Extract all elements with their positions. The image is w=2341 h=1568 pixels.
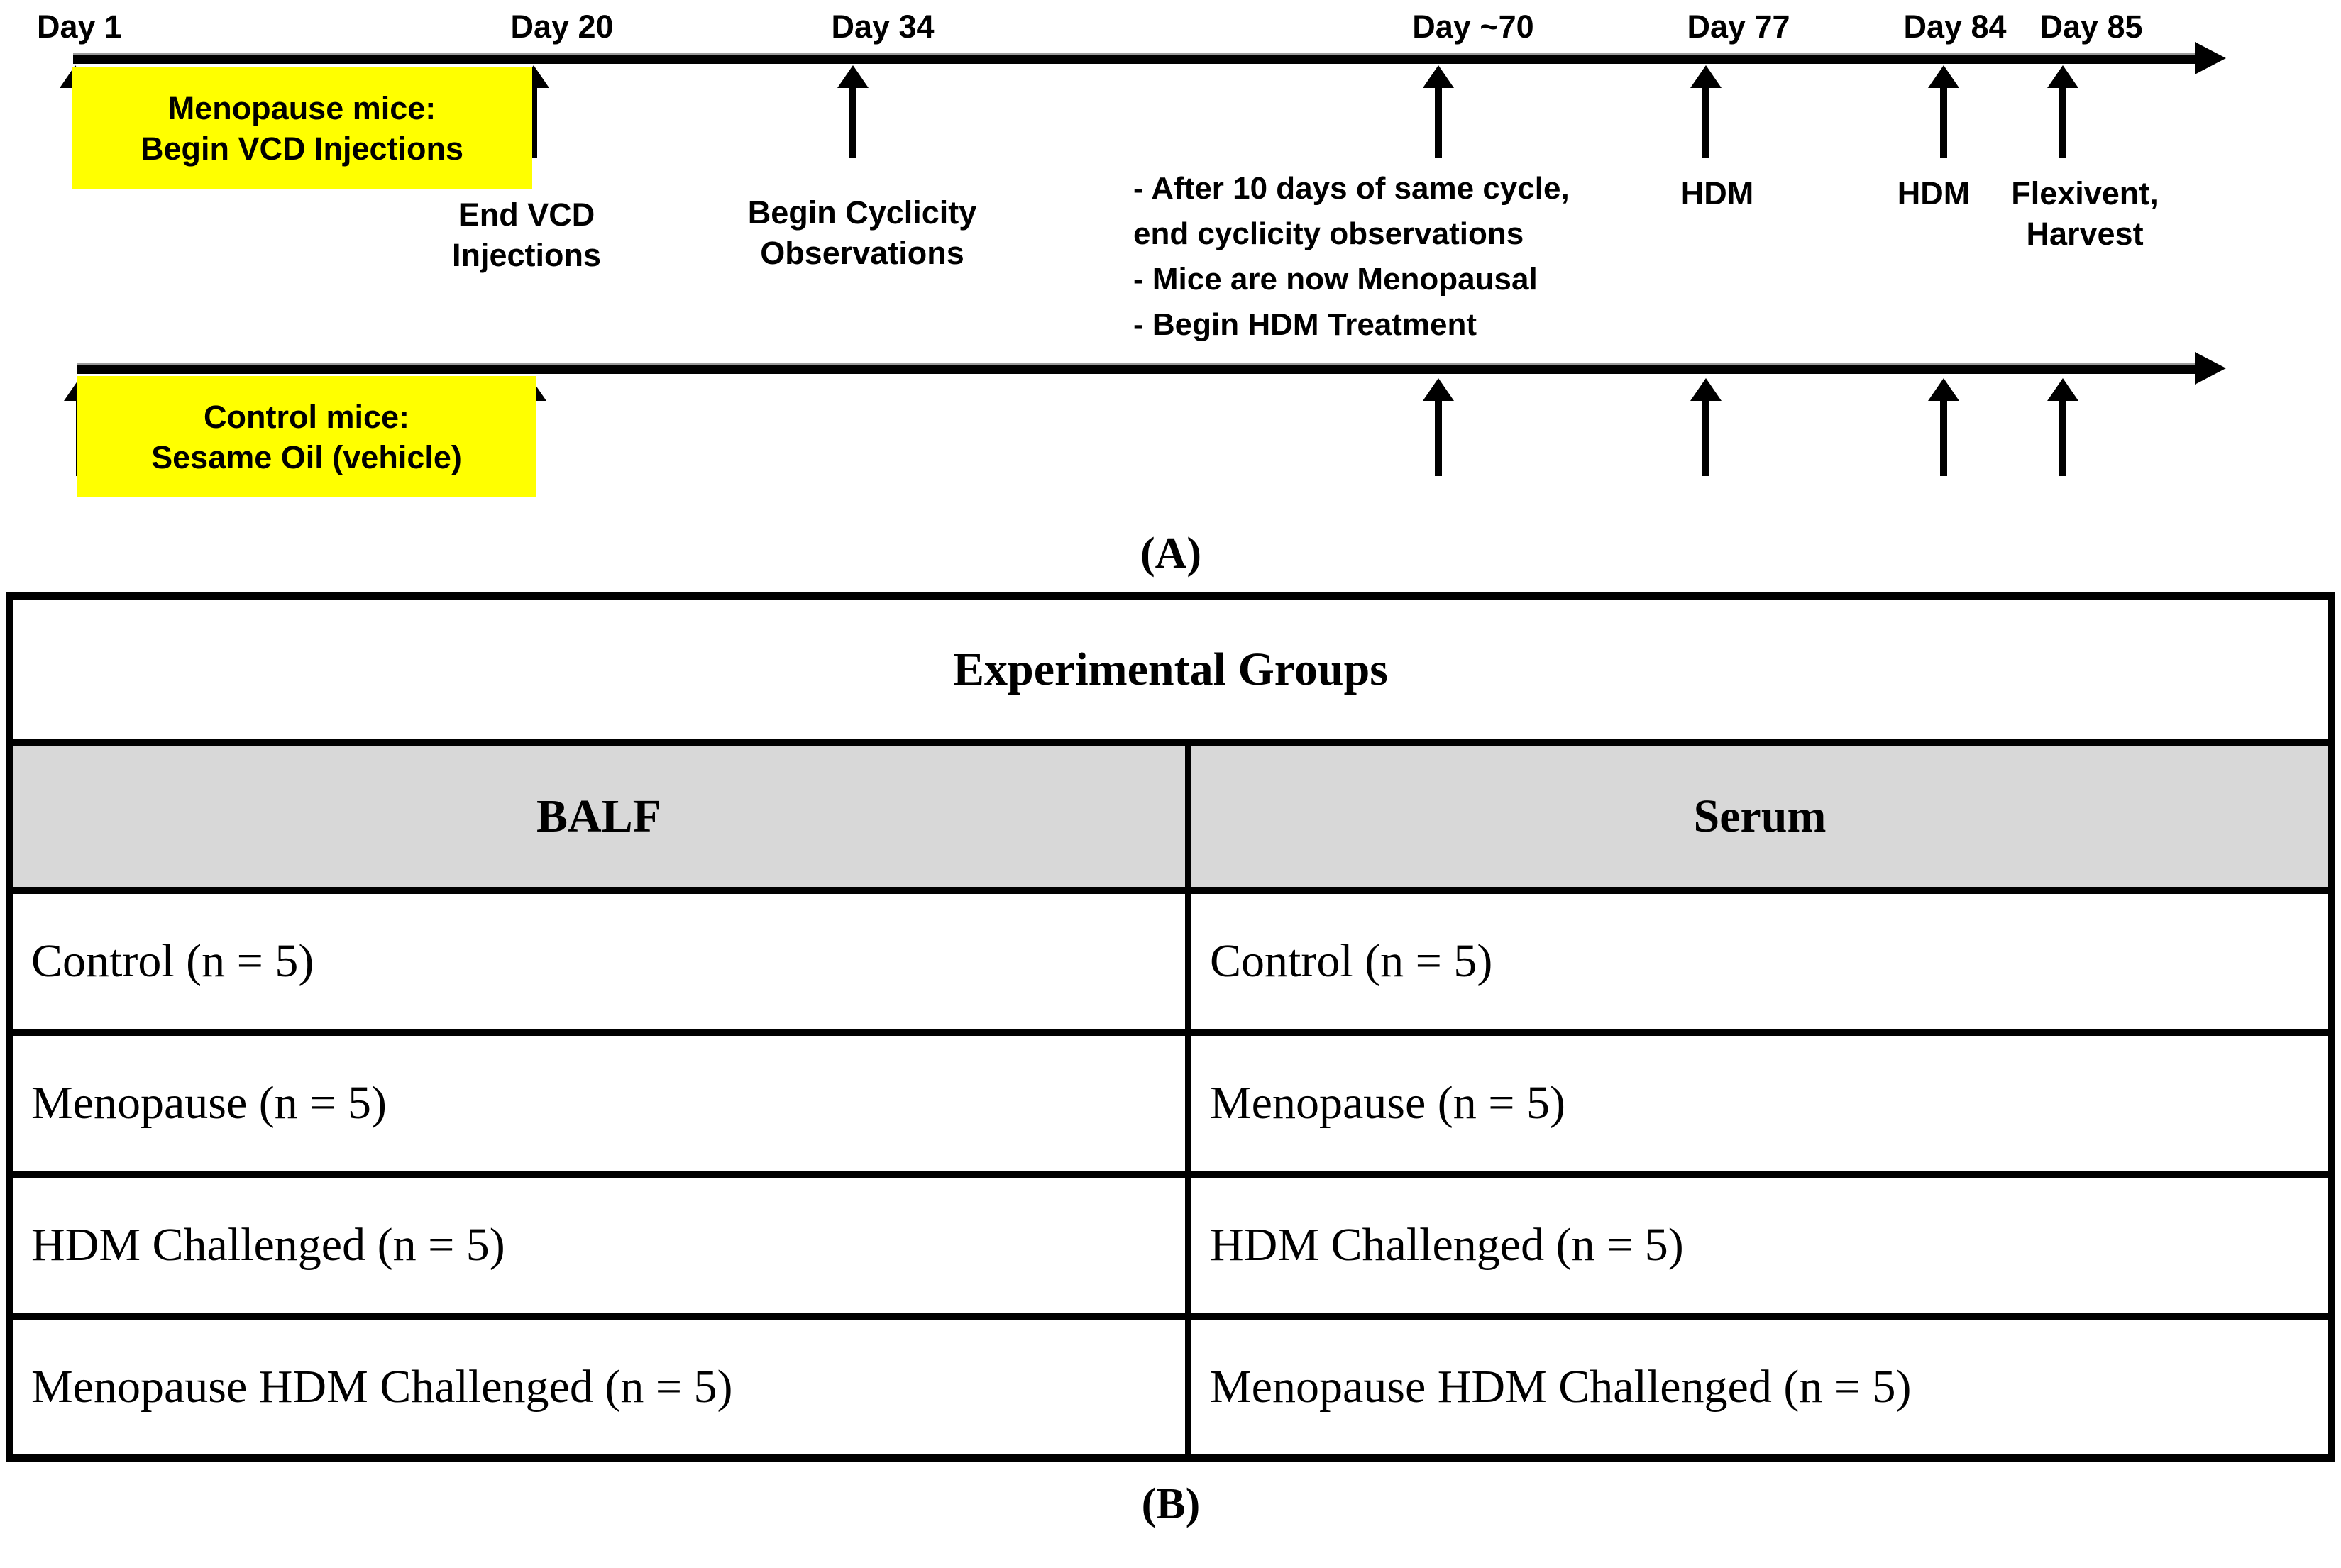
day-34-label: Day 34 [831, 9, 935, 45]
timeline-menopause-line [73, 53, 2197, 64]
serum-control-cell: Control (n = 5) [1185, 894, 2328, 1029]
day-70-notes: - After 10 days of same cycle, end cycli… [1133, 171, 1570, 342]
panel-a-caption: (A) [1140, 529, 1202, 578]
arrowhead-right-icon [2195, 352, 2226, 385]
table-header-row: BALF Serum [13, 739, 2328, 887]
table-row: Menopause (n = 5) Menopause (n = 5) [13, 1029, 2328, 1171]
balf-control-cell: Control (n = 5) [31, 935, 314, 987]
serum-menopause-hdm-cell: Menopause HDM Challenged (n = 5) [1185, 1320, 2328, 1454]
up-arrow-icon [837, 65, 869, 158]
table-row: HDM Challenged (n = 5) HDM Challenged (n… [13, 1171, 2328, 1313]
serum-menopause-cell: Menopause (n = 5) [1185, 1036, 2328, 1171]
balf-menopause-hdm-cell: Menopause HDM Challenged (n = 5) [31, 1361, 733, 1413]
day-77-label: Day 77 [1687, 9, 1790, 45]
table-title: Experimental Groups [953, 643, 1388, 695]
day-70-label: Day ~70 [1412, 9, 1534, 45]
hdm-day77-label: HDM [1680, 175, 1754, 211]
up-arrow-icon [1423, 378, 1454, 476]
begin-cyclicity-label: Begin Cyclicity Observations [747, 194, 977, 271]
up-arrow-icon [1690, 378, 1722, 476]
up-arrow-icon [1423, 65, 1454, 158]
up-arrow-icon [1690, 65, 1722, 158]
table-row: Control (n = 5) Control (n = 5) [13, 887, 2328, 1029]
day-85-label: Day 85 [2039, 9, 2143, 45]
menopause-mice-box: Menopause mice: Begin VCD Injections [72, 67, 532, 189]
up-arrow-icon [1928, 378, 1959, 476]
serum-hdm-cell: HDM Challenged (n = 5) [1185, 1178, 2328, 1313]
panel-b-caption: (B) [1141, 1480, 1201, 1528]
column-header-serum: Serum [1185, 746, 2328, 887]
balf-hdm-cell: HDM Challenged (n = 5) [31, 1219, 505, 1271]
day-1-label: Day 1 [36, 9, 123, 45]
column-header-balf: BALF [13, 746, 1185, 887]
day-84-label: Day 84 [1903, 9, 2007, 45]
up-arrow-icon [1928, 65, 1959, 158]
table-row: Menopause HDM Challenged (n = 5) Menopau… [13, 1313, 2328, 1454]
menopause-box-line2: Begin VCD Injections [140, 131, 464, 167]
day-20-label: Day 20 [510, 9, 614, 45]
up-arrow-icon [2047, 378, 2078, 476]
balf-menopause-cell: Menopause (n = 5) [31, 1077, 387, 1129]
menopause-box-line1: Menopause mice: [167, 90, 436, 126]
table-title-row: Experimental Groups [13, 600, 2328, 739]
timeline-control-line [77, 363, 2197, 374]
arrowhead-right-icon [2195, 42, 2226, 74]
experimental-groups-table: Experimental Groups BALF Serum Control (… [6, 592, 2335, 1462]
up-arrow-icon [2047, 65, 2078, 158]
hdm-day84-label: HDM [1897, 175, 1971, 211]
end-vcd-label: End VCD Injections [451, 197, 602, 273]
control-box-line2: Sesame Oil (vehicle) [151, 438, 462, 475]
flexivent-harvest-label: Flexivent, Harvest [2011, 175, 2159, 252]
control-box-line1: Control mice: [203, 398, 410, 435]
control-mice-box: Control mice: Sesame Oil (vehicle) [77, 376, 536, 497]
